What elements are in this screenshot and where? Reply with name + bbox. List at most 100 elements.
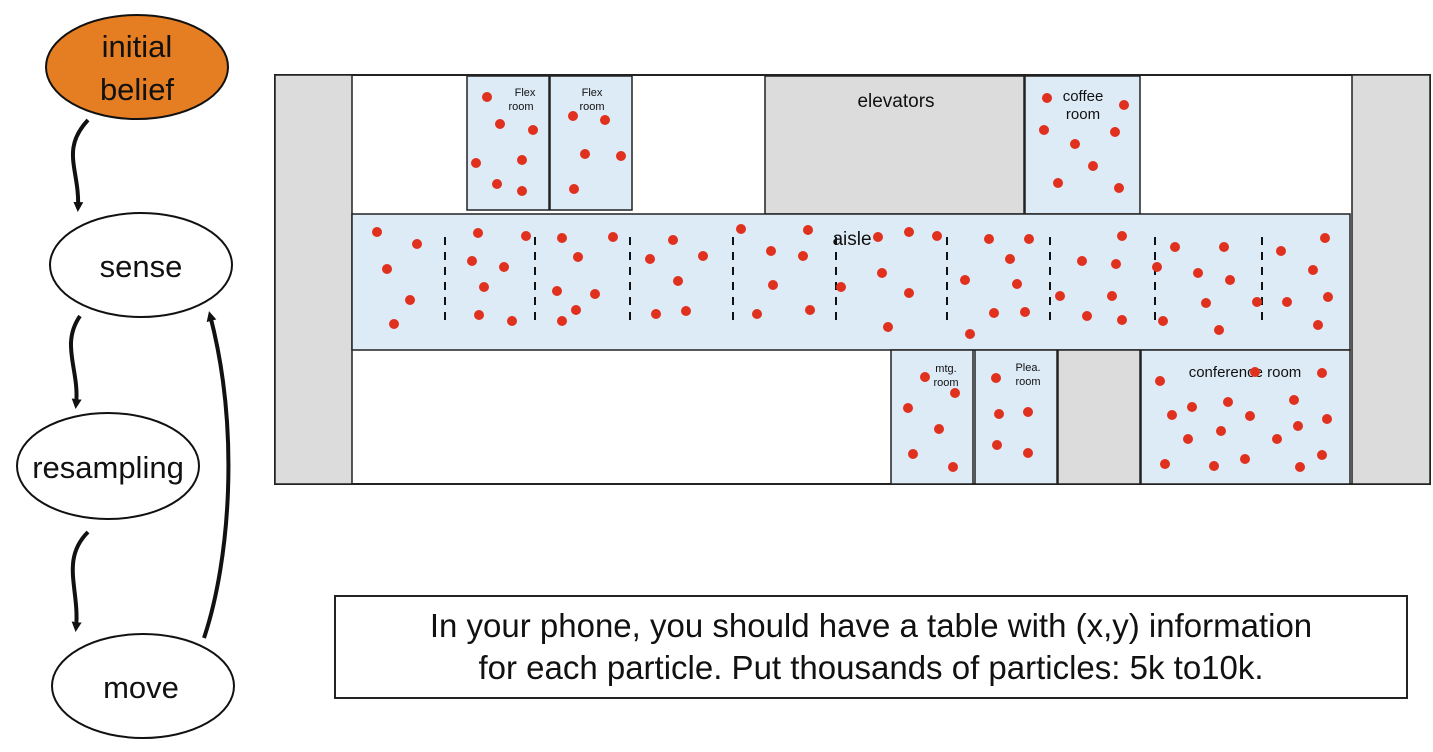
particle xyxy=(389,319,399,329)
particle xyxy=(1088,161,1098,171)
particle xyxy=(904,227,914,237)
elevators-label: elevators xyxy=(857,91,934,112)
particle xyxy=(1170,242,1180,252)
particle xyxy=(736,224,746,234)
particle xyxy=(616,151,626,161)
particle xyxy=(984,234,994,244)
particle xyxy=(1117,315,1127,325)
particle xyxy=(836,282,846,292)
particle xyxy=(766,246,776,256)
particle xyxy=(517,155,527,165)
particle xyxy=(590,289,600,299)
particle xyxy=(1167,410,1177,420)
particle xyxy=(1114,183,1124,193)
particle xyxy=(883,322,893,332)
particle xyxy=(1020,307,1030,317)
coffee-room-label-1: coffee xyxy=(1063,88,1104,105)
particle xyxy=(1240,454,1250,464)
particle xyxy=(1276,246,1286,256)
particle xyxy=(580,149,590,159)
particle xyxy=(698,251,708,261)
particle xyxy=(1216,426,1226,436)
right-wall xyxy=(1351,74,1431,485)
particle xyxy=(1214,325,1224,335)
particle xyxy=(994,409,1004,419)
particle xyxy=(1289,395,1299,405)
particle xyxy=(1320,233,1330,243)
particle xyxy=(557,233,567,243)
node-initial-line1: initial xyxy=(102,29,173,64)
particle xyxy=(1183,434,1193,444)
particle xyxy=(1193,268,1203,278)
particle xyxy=(608,232,618,242)
left-wall xyxy=(274,74,353,485)
particle xyxy=(1110,127,1120,137)
particle xyxy=(1152,262,1162,272)
particle xyxy=(651,309,661,319)
particle xyxy=(1323,292,1333,302)
flex-room-2-label-1: Flex xyxy=(582,87,603,99)
particle xyxy=(1023,407,1033,417)
mtg-room xyxy=(890,349,974,485)
particle xyxy=(877,268,887,278)
particle xyxy=(1119,100,1129,110)
particle xyxy=(1209,461,1219,471)
particle xyxy=(1158,316,1168,326)
particle xyxy=(471,158,481,168)
particle xyxy=(1313,320,1323,330)
particle xyxy=(752,309,762,319)
particle xyxy=(1322,414,1332,424)
gray-block xyxy=(1057,349,1141,485)
particle xyxy=(932,231,942,241)
particle xyxy=(768,280,778,290)
particle xyxy=(965,329,975,339)
particle xyxy=(668,235,678,245)
particle xyxy=(1250,367,1260,377)
node-sense: sense xyxy=(49,212,233,318)
particle xyxy=(948,462,958,472)
particles xyxy=(372,92,1333,472)
particle xyxy=(482,92,492,102)
particle xyxy=(1308,265,1318,275)
coffee-room-label-2: room xyxy=(1066,106,1100,123)
particle xyxy=(1293,421,1303,431)
plea-room xyxy=(974,349,1058,485)
particle xyxy=(507,316,517,326)
node-sense-label: sense xyxy=(100,249,183,284)
particle-filter-flow: initial belief sense resampling move xyxy=(16,14,235,739)
particle xyxy=(405,295,415,305)
particle xyxy=(552,286,562,296)
particle xyxy=(568,111,578,121)
node-initial-line2: belief xyxy=(100,72,174,107)
elevators-block xyxy=(764,75,1025,215)
particle xyxy=(1042,93,1052,103)
particle xyxy=(1070,139,1080,149)
plea-room-label-1: Plea. xyxy=(1015,362,1040,374)
particle xyxy=(473,228,483,238)
particle xyxy=(989,308,999,318)
flex-room-1 xyxy=(466,75,550,211)
particle xyxy=(645,254,655,264)
particle xyxy=(1023,448,1033,458)
particle xyxy=(991,373,1001,383)
particle xyxy=(1077,256,1087,266)
node-move: move xyxy=(51,633,235,739)
particle xyxy=(1223,397,1233,407)
particle xyxy=(499,262,509,272)
particle xyxy=(528,125,538,135)
particle xyxy=(1055,291,1065,301)
particle xyxy=(1005,254,1015,264)
particle xyxy=(517,186,527,196)
particle xyxy=(1219,242,1229,252)
particle xyxy=(1082,311,1092,321)
particle xyxy=(673,276,683,286)
particle xyxy=(569,184,579,194)
particle xyxy=(1252,297,1262,307)
particle xyxy=(573,252,583,262)
particle xyxy=(950,388,960,398)
node-move-label: move xyxy=(103,670,179,705)
arrow-resampling-to-move xyxy=(70,530,90,632)
particle xyxy=(1155,376,1165,386)
particle xyxy=(1282,297,1292,307)
node-resampling-label: resampling xyxy=(32,450,184,485)
